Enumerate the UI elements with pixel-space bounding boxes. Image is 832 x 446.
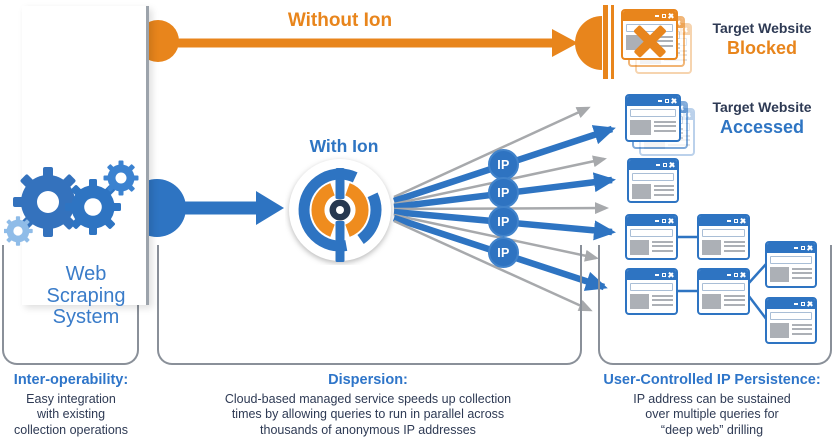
blocked-label: Blocked	[726, 38, 798, 58]
minimize-icon	[654, 15, 659, 17]
with-ion-label: With Ion	[309, 136, 379, 156]
window-titlebar	[627, 216, 676, 226]
caption-line: IP address can be sustained	[633, 392, 791, 406]
barrier-icon	[575, 5, 614, 79]
close-icon	[668, 218, 673, 224]
maximize-icon	[662, 163, 667, 167]
close-icon	[671, 98, 676, 104]
outcome-blocked: Target Website Blocked	[691, 20, 832, 59]
fan-arrow-gray	[393, 219, 593, 312]
maximize-icon	[733, 273, 738, 277]
maximize-icon	[664, 99, 669, 103]
window-connectors	[676, 235, 768, 321]
window-titlebar	[627, 96, 679, 106]
minimize-icon	[654, 220, 659, 222]
bracket-interoperability	[2, 245, 139, 365]
maximize-icon	[800, 246, 805, 250]
browser-window-icon	[625, 214, 678, 260]
window-titlebar	[623, 11, 676, 21]
web-scraping-system-box	[22, 6, 149, 305]
fan-arrow-gray	[393, 106, 591, 199]
window-titlebar	[699, 216, 748, 226]
minimize-icon	[654, 274, 659, 276]
caption-title: Dispersion:	[328, 372, 408, 388]
minimize-icon	[793, 303, 798, 305]
window-titlebar	[767, 243, 815, 253]
close-icon	[740, 218, 745, 224]
maximize-icon	[661, 273, 666, 277]
accessed-label: Accessed	[719, 117, 805, 137]
source-box-label: Web Scraping System	[46, 263, 126, 329]
bracket-ip-persistence	[598, 245, 832, 365]
close-icon	[668, 272, 673, 278]
gears-icon	[4, 160, 139, 246]
close-icon	[669, 162, 674, 168]
caption-title: User-Controlled IP Persistence:	[603, 372, 821, 388]
caption-interoperability: Inter-operability: Easy integration with…	[0, 372, 144, 438]
minimize-icon	[657, 100, 662, 102]
accessed-window-icon	[625, 94, 681, 142]
caption-ip-persistence: User-Controlled IP Persistence: IP addre…	[592, 372, 832, 438]
caption-line: with existing	[36, 407, 106, 422]
browser-window-icon	[625, 268, 678, 315]
close-icon	[740, 272, 745, 278]
ion-logo	[289, 159, 391, 262]
without-ion-label: Without Ion	[287, 10, 393, 31]
fan-arrow-gray	[393, 213, 599, 262]
gear-tiny-icon	[4, 216, 33, 246]
caption-title: Inter-operability:	[13, 372, 129, 388]
browser-window-icon	[765, 241, 817, 288]
browser-window-icon	[627, 158, 679, 203]
ip-badge: IP	[488, 149, 519, 180]
window-titlebar	[627, 270, 676, 280]
ip-badge: IP	[488, 237, 519, 268]
maximize-icon	[800, 302, 805, 306]
ip-badge: IP	[488, 177, 519, 208]
caption-line: over multiple queries for	[645, 407, 779, 422]
window-titlebar	[699, 270, 748, 280]
window-connector	[747, 294, 768, 321]
minimize-icon	[655, 164, 660, 166]
outcome-accessed: Target Website Accessed	[691, 99, 832, 138]
maximize-icon	[661, 219, 666, 223]
window-connector	[747, 262, 768, 285]
caption-line: Easy integration	[26, 392, 116, 406]
maximize-icon	[733, 219, 738, 223]
minimize-icon	[726, 274, 731, 276]
close-icon	[668, 13, 673, 19]
caption-dispersion: Dispersion: Cloud-based managed service …	[158, 372, 578, 438]
window-titlebar	[629, 160, 677, 170]
browser-window-icon	[697, 214, 750, 260]
window-titlebar	[767, 299, 815, 309]
blocked-x-icon	[633, 24, 667, 58]
caption-line: thousands of anonymous IP addresses	[260, 422, 476, 437]
ip-badge: IP	[488, 206, 519, 237]
target-website-label: Target Website	[712, 20, 812, 36]
target-website-label: Target Website	[712, 99, 812, 115]
caption-line: Cloud-based managed service speeds up co…	[224, 392, 512, 406]
close-icon	[807, 245, 812, 251]
gear-small-icon	[103, 160, 139, 196]
minimize-icon	[793, 247, 798, 249]
caption-line: collection operations	[14, 422, 128, 437]
maximize-icon	[661, 14, 666, 18]
caption-line: times by allowing queries to run in para…	[231, 407, 505, 422]
caption-line: “deep web” drilling	[660, 422, 764, 437]
browser-window-icon	[697, 268, 750, 315]
minimize-icon	[726, 220, 731, 222]
browser-window-icon	[765, 297, 817, 344]
close-icon	[807, 301, 812, 307]
